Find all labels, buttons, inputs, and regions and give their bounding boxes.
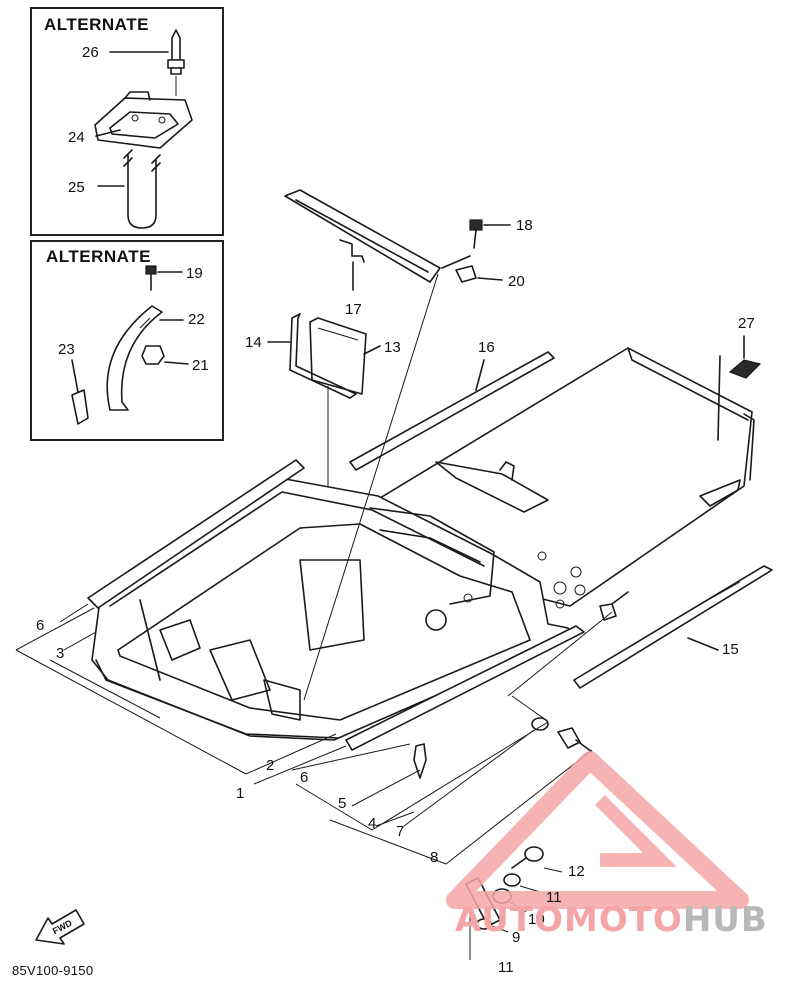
callout-19: 19 xyxy=(186,265,203,282)
callout-14: 14 xyxy=(245,334,262,351)
side-rail-6-left-drawing xyxy=(87,459,305,609)
callout-10: 10 xyxy=(528,911,545,928)
callout-16: 16 xyxy=(478,339,495,356)
watermark-part1: AUTO xyxy=(455,900,564,940)
washer-4-drawing xyxy=(531,717,549,731)
callout-15: 15 xyxy=(722,641,739,658)
watermark-part3: HUB xyxy=(682,900,768,940)
watermark-part2: MOTO xyxy=(563,900,683,940)
grommet-20-drawing xyxy=(455,265,477,283)
bolt-front-drawing xyxy=(599,591,629,621)
callout-6-right: 6 xyxy=(300,769,309,786)
callout-21: 21 xyxy=(192,357,209,374)
bolt-7-drawing xyxy=(557,727,593,753)
callout-8: 8 xyxy=(430,849,439,866)
u-bolt-25-drawing xyxy=(123,149,161,229)
callout-27: 27 xyxy=(738,315,755,332)
reflector-27-drawing xyxy=(728,359,762,379)
callout-12: 12 xyxy=(568,863,585,880)
callout-4: 4 xyxy=(368,815,377,832)
callout-6-left: 6 xyxy=(36,617,45,634)
watermark: AUTOMOTOHUB xyxy=(455,900,768,940)
rear-flap-17-drawing xyxy=(284,189,441,283)
callout-18: 18 xyxy=(516,217,533,234)
nut-21-drawing xyxy=(141,345,165,365)
bolt-26-drawing xyxy=(167,29,185,96)
runner-16-drawing xyxy=(349,351,555,471)
front-frame-drawing xyxy=(91,477,573,741)
callout-13: 13 xyxy=(384,339,401,356)
callout-23: 23 xyxy=(58,341,75,358)
callout-26: 26 xyxy=(82,44,99,61)
callout-9: 9 xyxy=(512,929,521,946)
bracket-24-drawing xyxy=(94,91,193,149)
alternate-box-bottom-title: ALTERNATE xyxy=(46,247,151,266)
callout-3: 3 xyxy=(56,645,65,662)
washer-11b-drawing xyxy=(476,918,492,930)
callout-2: 2 xyxy=(266,757,275,774)
diagram-code: 85V100-9150 xyxy=(12,963,94,978)
callout-11-top: 11 xyxy=(546,889,562,906)
callout-22: 22 xyxy=(188,311,205,328)
alternate-box-top-title: ALTERNATE xyxy=(44,15,149,34)
bolt-12-drawing xyxy=(511,846,544,869)
grip-22-drawing xyxy=(106,305,163,411)
callout-20: 20 xyxy=(508,273,525,290)
callout-5: 5 xyxy=(338,795,347,812)
rivet-5-drawing xyxy=(413,743,427,779)
leader-lines xyxy=(15,273,613,960)
runner-15-drawing xyxy=(573,565,773,689)
callout-11-bottom: 11 xyxy=(498,959,514,976)
side-rail-6-right-drawing xyxy=(345,625,585,751)
panel-13-drawing xyxy=(309,317,367,395)
fwd-arrow-icon xyxy=(35,909,85,945)
callout-24: 24 xyxy=(68,129,85,146)
callout-7: 7 xyxy=(396,823,405,840)
callout-17: 17 xyxy=(345,301,362,318)
pad-23-drawing xyxy=(71,389,89,425)
washer-11-drawing xyxy=(503,873,521,887)
callout-25: 25 xyxy=(68,179,85,196)
watermark-logo-graphic xyxy=(446,751,749,909)
bolt-18-drawing xyxy=(469,219,483,249)
screw-19-drawing xyxy=(145,265,157,291)
callout-1: 1 xyxy=(236,785,245,802)
alternate-box-top: ALTERNATE xyxy=(30,7,224,236)
handle-14-drawing xyxy=(289,313,357,399)
